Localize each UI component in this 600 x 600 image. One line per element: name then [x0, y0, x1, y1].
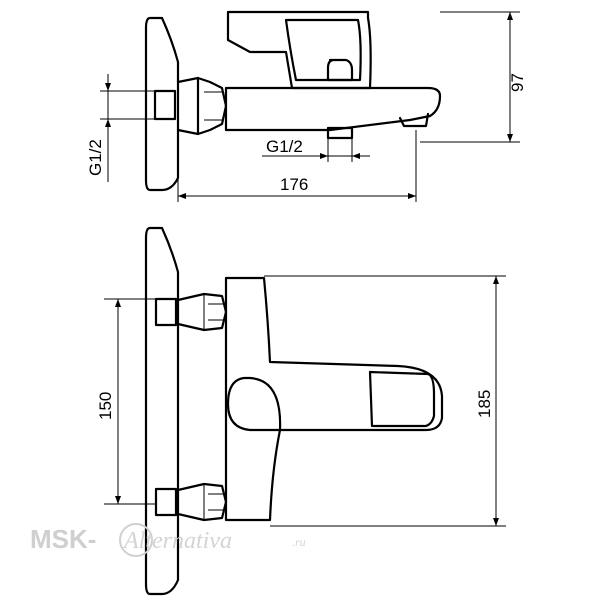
- side-diverter-knob: [326, 58, 354, 82]
- dim-thread-outlet: G1/2: [266, 137, 303, 156]
- watermark-script: Alternativa: [122, 528, 232, 554]
- side-inlet-stub: [153, 89, 177, 121]
- front-wall-flange: [144, 226, 180, 596]
- watermark-brand: MSK-: [30, 524, 96, 554]
- front-upper-stub: [154, 297, 178, 327]
- side-shower-outlet: [326, 126, 354, 140]
- dim-length: 176: [280, 175, 308, 194]
- front-upper-hex: [176, 292, 228, 332]
- side-view: 97 G1/2 G1/2 176: [86, 10, 527, 202]
- dim-height-front: 185: [475, 390, 494, 418]
- front-lower-stub: [154, 487, 178, 517]
- dim-height-top: 97: [508, 73, 527, 92]
- watermark-domain: .ru: [292, 535, 306, 549]
- dim-center-distance: 150: [96, 392, 115, 420]
- side-hex-nut: [176, 76, 228, 136]
- side-handle: [226, 10, 372, 90]
- watermark: MSK- Alternativa .ru: [30, 523, 306, 557]
- side-aerator: [398, 112, 430, 128]
- side-body: [224, 86, 442, 132]
- front-lower-hex: [176, 482, 228, 522]
- front-body: [224, 276, 444, 522]
- front-lever: [226, 376, 282, 432]
- watermark-a-icon: [119, 523, 153, 557]
- dim-thread-left: G1/2: [86, 139, 105, 176]
- front-view: 150 185: [96, 226, 506, 596]
- side-wall-flange: [144, 16, 180, 192]
